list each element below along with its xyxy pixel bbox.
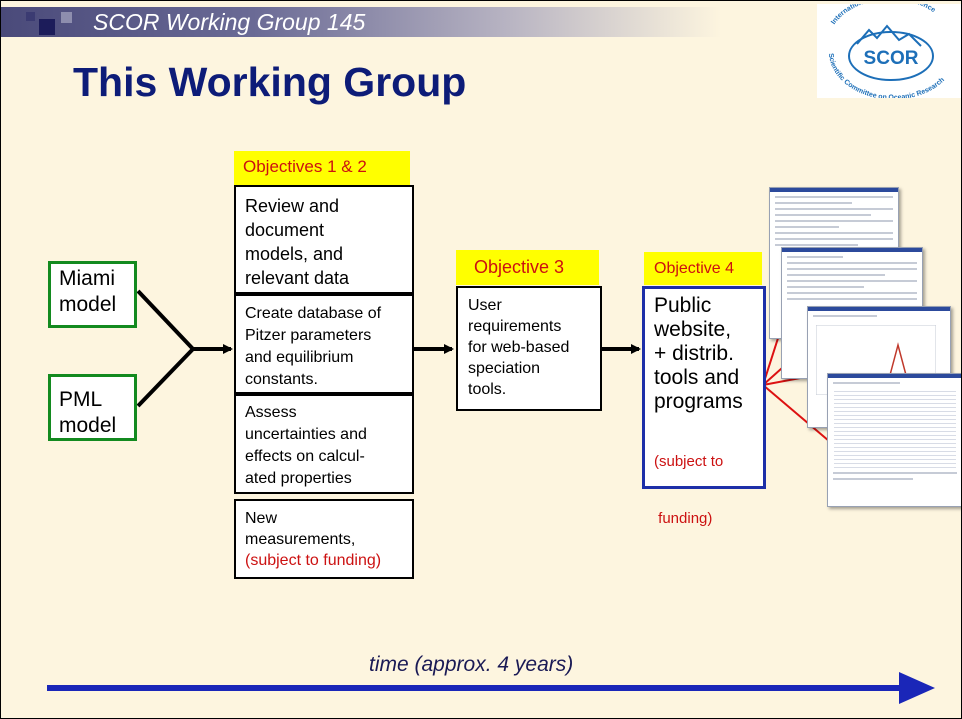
database-line: Pitzer parameters: [245, 327, 372, 344]
objective-3-line: User: [468, 297, 502, 314]
objective-3-line: requirements: [468, 318, 562, 335]
assess-line: ated properties: [245, 470, 352, 487]
pml-model-line: model: [59, 414, 117, 437]
assess-line: Assess: [245, 404, 297, 421]
assess-line: uncertainties and: [245, 426, 367, 443]
scor-logo-mark: SCOR International Council for Science S…: [827, 1, 946, 102]
website-connector-line: [762, 384, 830, 442]
timeline-label: time (approx. 4 years): [369, 653, 574, 676]
objective-4-note: (subject to: [654, 453, 724, 470]
new-measurements-box: New measurements, (subject to funding): [234, 499, 414, 579]
objective-4-label: Objective 4: [644, 252, 762, 285]
new-measurements-note: (subject to funding): [245, 552, 382, 569]
new-measurements-line: New: [245, 510, 278, 527]
objective-4-line: + distrib.: [654, 342, 734, 365]
database-line: Create database of: [245, 305, 382, 322]
objective-4-note: funding): [654, 510, 713, 527]
review-line: document: [245, 220, 325, 240]
objectives-1-2-label: Objectives 1 & 2: [234, 151, 410, 185]
pml-model-line: PML: [59, 388, 103, 411]
header-square-icon: [61, 12, 72, 23]
review-line: relevant data: [245, 268, 350, 288]
objective-3-line: tools.: [468, 381, 507, 398]
header-square-icon: [39, 19, 55, 35]
objective-3-label: Objective 3: [456, 250, 599, 285]
slide-subtitle: SCOR Working Group 145: [93, 9, 366, 35]
new-measurements-line: measurements,: [245, 531, 356, 548]
database-line: constants.: [245, 371, 318, 388]
objective-4-line: website,: [654, 318, 732, 341]
scor-logo-text: SCOR: [864, 48, 919, 69]
review-line: models, and: [245, 244, 344, 264]
header-bar: [1, 7, 721, 37]
objective-4-box: Public website, + distrib. tools and pro…: [642, 286, 766, 527]
create-database-box: Create database of Pitzer parameters and…: [234, 294, 414, 394]
objective-3-line: speciation: [468, 360, 541, 377]
review-document-box: Review and document models, and relevant…: [234, 185, 414, 294]
miami-model-line: model: [59, 293, 117, 316]
miami-connector-line: [136, 289, 195, 351]
slide-title: This Working Group: [73, 59, 467, 105]
objective-3-line: for web-based: [468, 339, 570, 356]
website-screenshot: [827, 373, 961, 507]
review-line: Review and: [245, 196, 340, 216]
assess-uncertainties-box: Assess uncertainties and effects on calc…: [234, 394, 414, 494]
database-line: and equilibrium: [245, 349, 354, 366]
pml-model-box: PML model: [48, 374, 137, 441]
assess-line: effects on calcul-: [245, 448, 365, 465]
miami-model-line: Miami: [59, 267, 115, 290]
objective-4-line: tools and: [654, 366, 740, 389]
miami-model-box: Miami model: [48, 261, 137, 328]
timeline-arrow-head: [899, 672, 935, 704]
objective-4-line: programs: [654, 390, 743, 413]
objective-3-box: User requirements for web-based speciati…: [456, 286, 602, 411]
objective-4-line: Public: [654, 294, 712, 317]
scor-logo: SCOR International Council for Science S…: [817, 1, 961, 102]
pml-connector-line: [136, 347, 195, 408]
header-square-icon: [26, 12, 35, 21]
